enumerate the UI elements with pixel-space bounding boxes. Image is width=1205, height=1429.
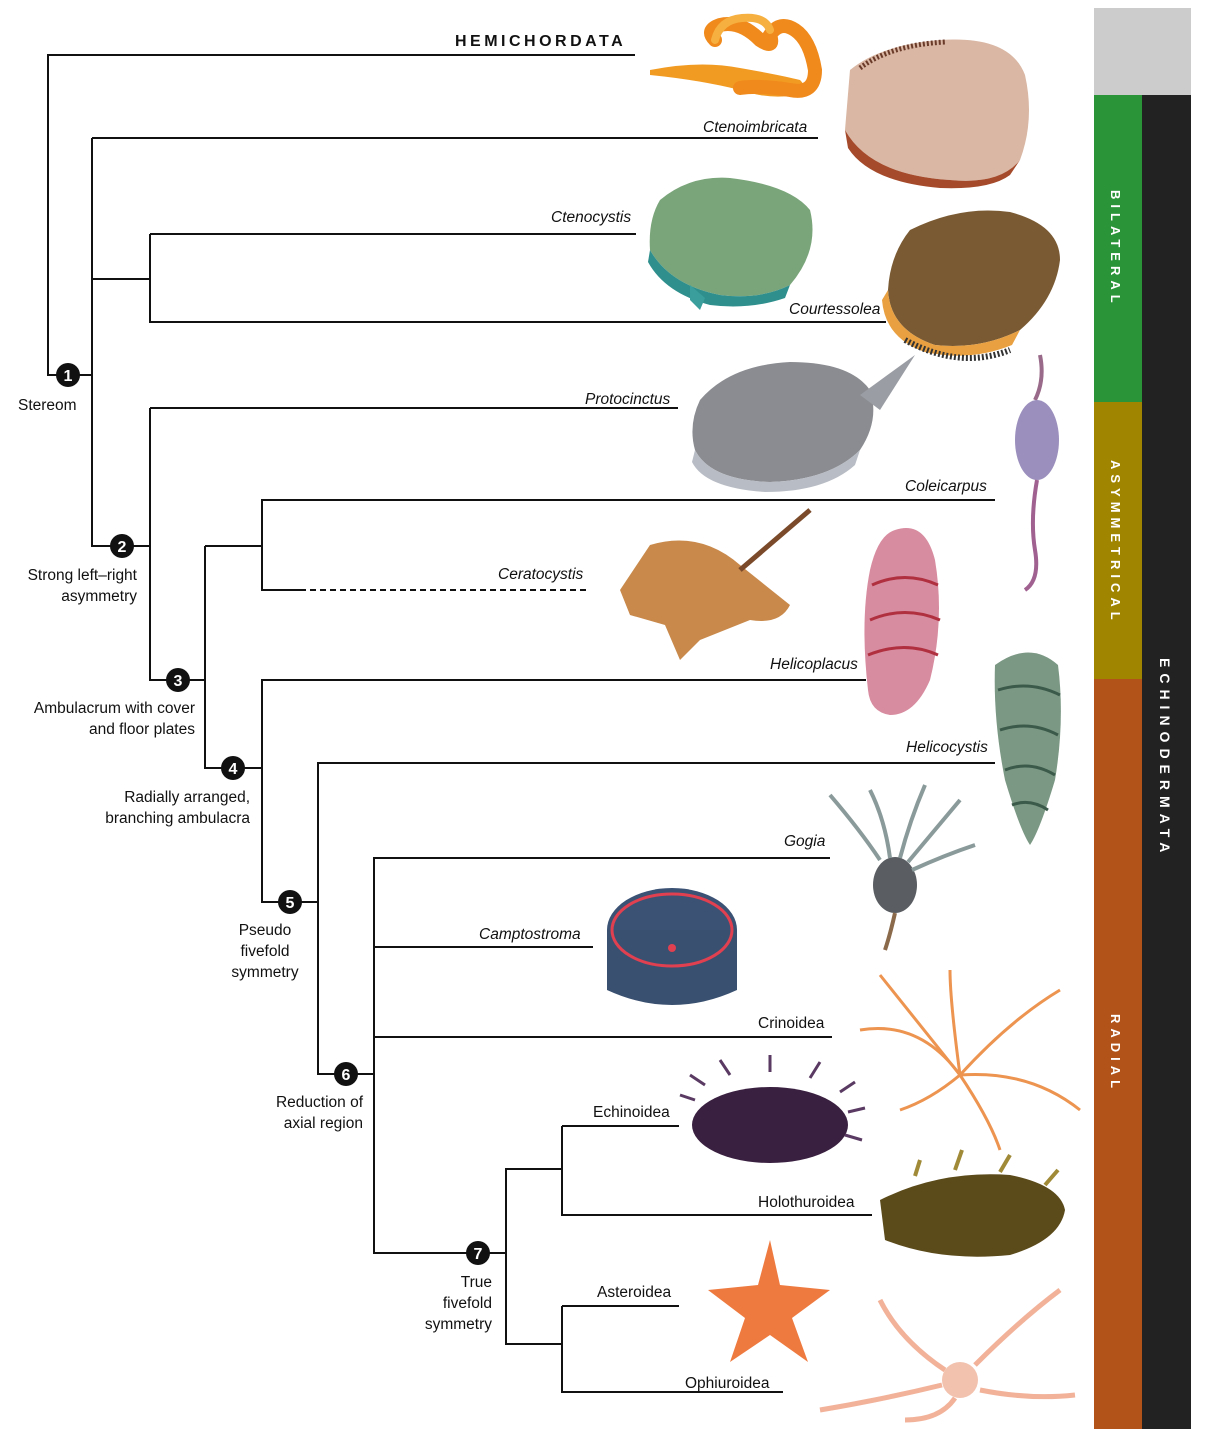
- label-ophiuroidea: Ophiuroidea: [685, 1376, 769, 1392]
- band-bilateral: BILATERAL: [1094, 95, 1142, 402]
- ctenoimbricata-illustration: [845, 39, 1029, 188]
- band-label-radial: RADIAL: [1108, 1014, 1123, 1093]
- ophiuroidea-illustration: [820, 1290, 1075, 1420]
- band-echinodermata: ECHINODERMATA: [1142, 95, 1191, 1429]
- ctenocystis-illustration: [648, 178, 813, 310]
- holothuroidea-illustration: [880, 1150, 1065, 1257]
- band-label-asymmetrical: ASYMMETRICAL: [1108, 460, 1123, 625]
- node-desc-1: Stereom: [18, 395, 98, 416]
- node-desc-4: Radially arranged, branching ambulacra: [80, 787, 250, 829]
- ceratocystis-illustration: [620, 510, 810, 660]
- node-number-6: 6: [342, 1067, 351, 1084]
- label-helicoplacus: Helicoplacus: [770, 657, 858, 673]
- node-number-4: 4: [229, 761, 238, 778]
- label-asteroidea: Asteroidea: [597, 1285, 671, 1301]
- label-crinoidea: Crinoidea: [758, 1016, 824, 1032]
- node-number-3: 3: [174, 673, 183, 690]
- echinoidea-illustration: [680, 1055, 865, 1163]
- label-coleicarpus: Coleicarpus: [905, 479, 987, 495]
- node-desc-2: Strong left–right asymmetry: [7, 565, 137, 607]
- label-protocinctus: Protocinctus: [585, 392, 670, 408]
- label-echinoidea: Echinoidea: [593, 1105, 670, 1121]
- branch-node2: [92, 138, 122, 546]
- node-number-5: 5: [286, 895, 295, 912]
- courtessolea-illustration: [882, 210, 1060, 358]
- label-ctenocystis: Ctenocystis: [551, 210, 631, 226]
- label-camptostroma: Camptostroma: [479, 927, 581, 943]
- hemichordate-worm-illustration: [650, 18, 815, 97]
- helicoplacus-illustration: [864, 528, 940, 715]
- label-holothuroidea: Holothuroidea: [758, 1195, 855, 1211]
- helicocystis-illustration: [995, 653, 1061, 846]
- node-number-7: 7: [474, 1246, 483, 1263]
- band-radial: RADIAL: [1094, 679, 1142, 1429]
- band-label-echinodermata: ECHINODERMATA: [1157, 658, 1173, 858]
- label-hemichordata: HEMICHORDATA: [455, 34, 626, 50]
- node-desc-7: True fivefold symmetry: [410, 1272, 492, 1335]
- branch-node5: [233, 680, 866, 902]
- label-helicocystis: Helicocystis: [906, 740, 988, 756]
- band-label-bilateral: BILATERAL: [1108, 190, 1123, 308]
- node-desc-5: Pseudo fivefold symmetry: [225, 920, 305, 983]
- label-ctenoimbricata: Ctenoimbricata: [703, 120, 807, 136]
- band-outgroup: [1094, 8, 1191, 95]
- node-number-1: 1: [64, 368, 73, 385]
- label-courtessolea: Courtessolea: [789, 302, 880, 318]
- node-number-2: 2: [118, 539, 127, 556]
- branch-hemichordata: [48, 55, 635, 375]
- node-desc-3: Ambulacrum with cover and floor plates: [20, 698, 195, 740]
- asteroidea-illustration: [708, 1240, 830, 1362]
- label-ceratocystis: Ceratocystis: [498, 567, 583, 583]
- label-gogia: Gogia: [784, 834, 825, 850]
- protocinctus-illustration: [692, 355, 915, 492]
- camptostroma-illustration: [607, 888, 737, 1005]
- node-desc-6: Reduction of axial region: [258, 1092, 363, 1134]
- band-asymmetrical: ASYMMETRICAL: [1094, 402, 1142, 679]
- coleicarpus-illustration: [1015, 355, 1059, 590]
- crinoidea-illustration: [860, 970, 1080, 1150]
- gogia-illustration: [830, 785, 975, 950]
